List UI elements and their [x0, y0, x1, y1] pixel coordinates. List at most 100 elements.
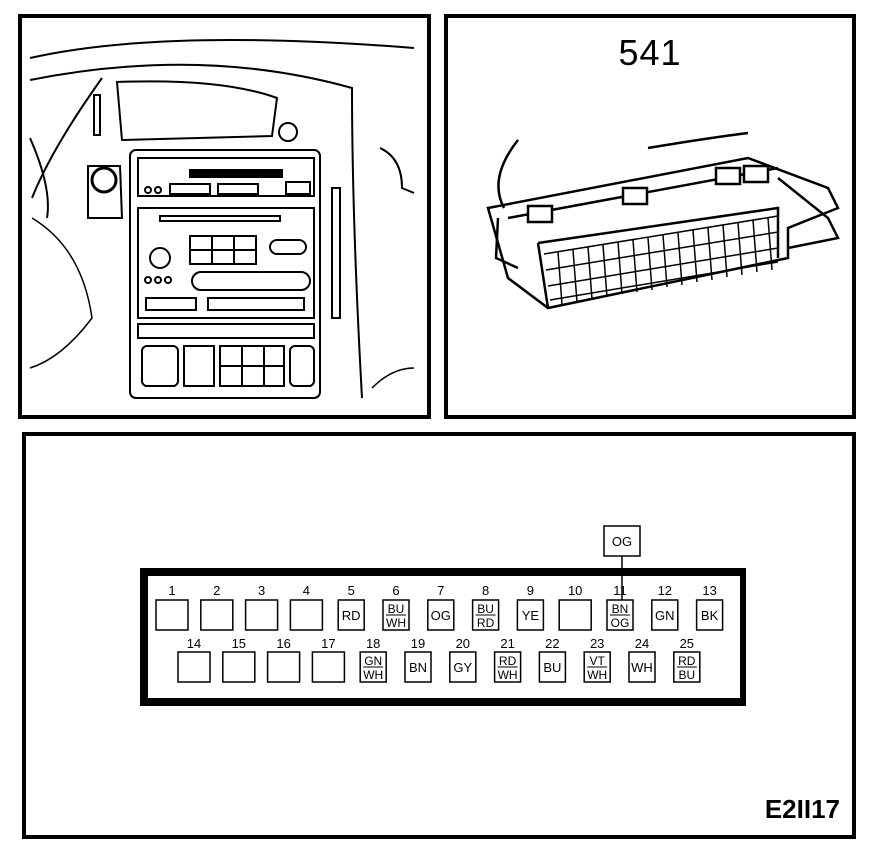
- pin-14: 14: [177, 636, 211, 683]
- pin-cavity: [404, 651, 432, 683]
- pin-cavity: [695, 599, 724, 631]
- figure-code: E2II17: [764, 794, 840, 824]
- pin-cavity: [449, 651, 477, 683]
- wire-color-label: GN: [655, 608, 675, 623]
- pin-1: 1: [155, 583, 189, 631]
- pin-number: 4: [303, 583, 310, 598]
- pin-15: 15: [222, 636, 256, 683]
- pin-cavity: [628, 651, 656, 683]
- pin-number: 7: [437, 583, 444, 598]
- pin-cavity: [266, 651, 301, 683]
- wire-color-label: WH: [498, 668, 518, 682]
- pin-cavity: [200, 599, 234, 631]
- pin-number: 14: [187, 636, 201, 651]
- pin-number: 1: [168, 583, 175, 598]
- wire-color-label: RD: [477, 616, 495, 630]
- wire-color-label: OG: [431, 608, 451, 623]
- wire-color-label: GY: [453, 660, 472, 675]
- pin-cavity: [516, 599, 545, 631]
- pin-number: 23: [590, 636, 604, 651]
- pin-number: 21: [500, 636, 514, 651]
- wire-color-label: WH: [587, 668, 607, 682]
- wire-color-label: BN: [409, 660, 427, 675]
- pin-number: 24: [635, 636, 649, 651]
- pin-10: 10: [558, 583, 592, 631]
- wire-color-label: OG: [612, 534, 632, 549]
- extra-wire-OG: OG: [603, 525, 641, 600]
- wire-color-label: BN: [612, 602, 629, 616]
- pin-3: 3: [244, 583, 279, 631]
- pin-cavity: [155, 599, 189, 631]
- pin-5: 5RD: [337, 583, 365, 631]
- wire-color-label: BU: [678, 668, 695, 682]
- pin-number: 5: [348, 583, 355, 598]
- pin-number: 17: [321, 636, 335, 651]
- pin-number: 12: [658, 583, 672, 598]
- pin-cavity: [289, 599, 324, 631]
- dashboard-view-panel: [18, 14, 431, 419]
- connector-view-panel: 541: [444, 14, 856, 419]
- wire-color-label: RD: [342, 608, 361, 623]
- wire-color-label: YE: [522, 608, 540, 623]
- pin-cavity: [538, 651, 567, 683]
- wire-color-label: BU: [388, 602, 405, 616]
- wire-color-label: WH: [363, 668, 383, 682]
- pin-number: 9: [527, 583, 534, 598]
- pin-number: 3: [258, 583, 265, 598]
- wire-color-label: BU: [543, 660, 561, 675]
- wire-color-label: BU: [477, 602, 494, 616]
- wire-color-label: GN: [364, 654, 382, 668]
- pin-number: 11: [613, 583, 627, 598]
- pin-2: 2: [200, 583, 234, 631]
- connector-label: 541: [618, 32, 682, 73]
- pin-cavity: [311, 651, 346, 683]
- pin-number: 8: [482, 583, 489, 598]
- pin-cavity: [222, 651, 256, 683]
- pin-17: 17: [311, 636, 346, 683]
- wire-color-label: BK: [701, 608, 719, 623]
- pin-number: 10: [568, 583, 582, 598]
- connector-drawing: [486, 131, 840, 310]
- wire-color-label: RD: [499, 654, 517, 668]
- wire-color-label: WH: [386, 616, 406, 630]
- pin-cavity: [177, 651, 211, 683]
- wire-color-label: WH: [631, 660, 653, 675]
- pin-number: 15: [232, 636, 246, 651]
- pin-cavity: [337, 599, 365, 631]
- pin-number: 2: [213, 583, 220, 598]
- pin-4: 4: [289, 583, 324, 631]
- pin-number: 16: [276, 636, 290, 651]
- pin-number: 13: [702, 583, 716, 598]
- wire-color-label: OG: [611, 616, 630, 630]
- pin-16: 16: [266, 636, 301, 683]
- pin-cavity: [244, 599, 279, 631]
- pin-cavity: [427, 599, 455, 631]
- pin-number: 22: [545, 636, 559, 651]
- pin-number: 19: [411, 636, 425, 651]
- pin-9: 9YE: [516, 583, 545, 631]
- pin-cavity: [651, 599, 679, 631]
- wire-color-label: RD: [678, 654, 696, 668]
- pin-7: 7OG: [427, 583, 455, 631]
- pin-number: 25: [680, 636, 694, 651]
- pin-number: 18: [366, 636, 380, 651]
- dashboard-drawing: [29, 39, 415, 399]
- pin-number: 20: [456, 636, 470, 651]
- pin-number: 6: [392, 583, 399, 598]
- wire-color-label: VT: [590, 654, 606, 668]
- pin-cavity: [558, 599, 592, 631]
